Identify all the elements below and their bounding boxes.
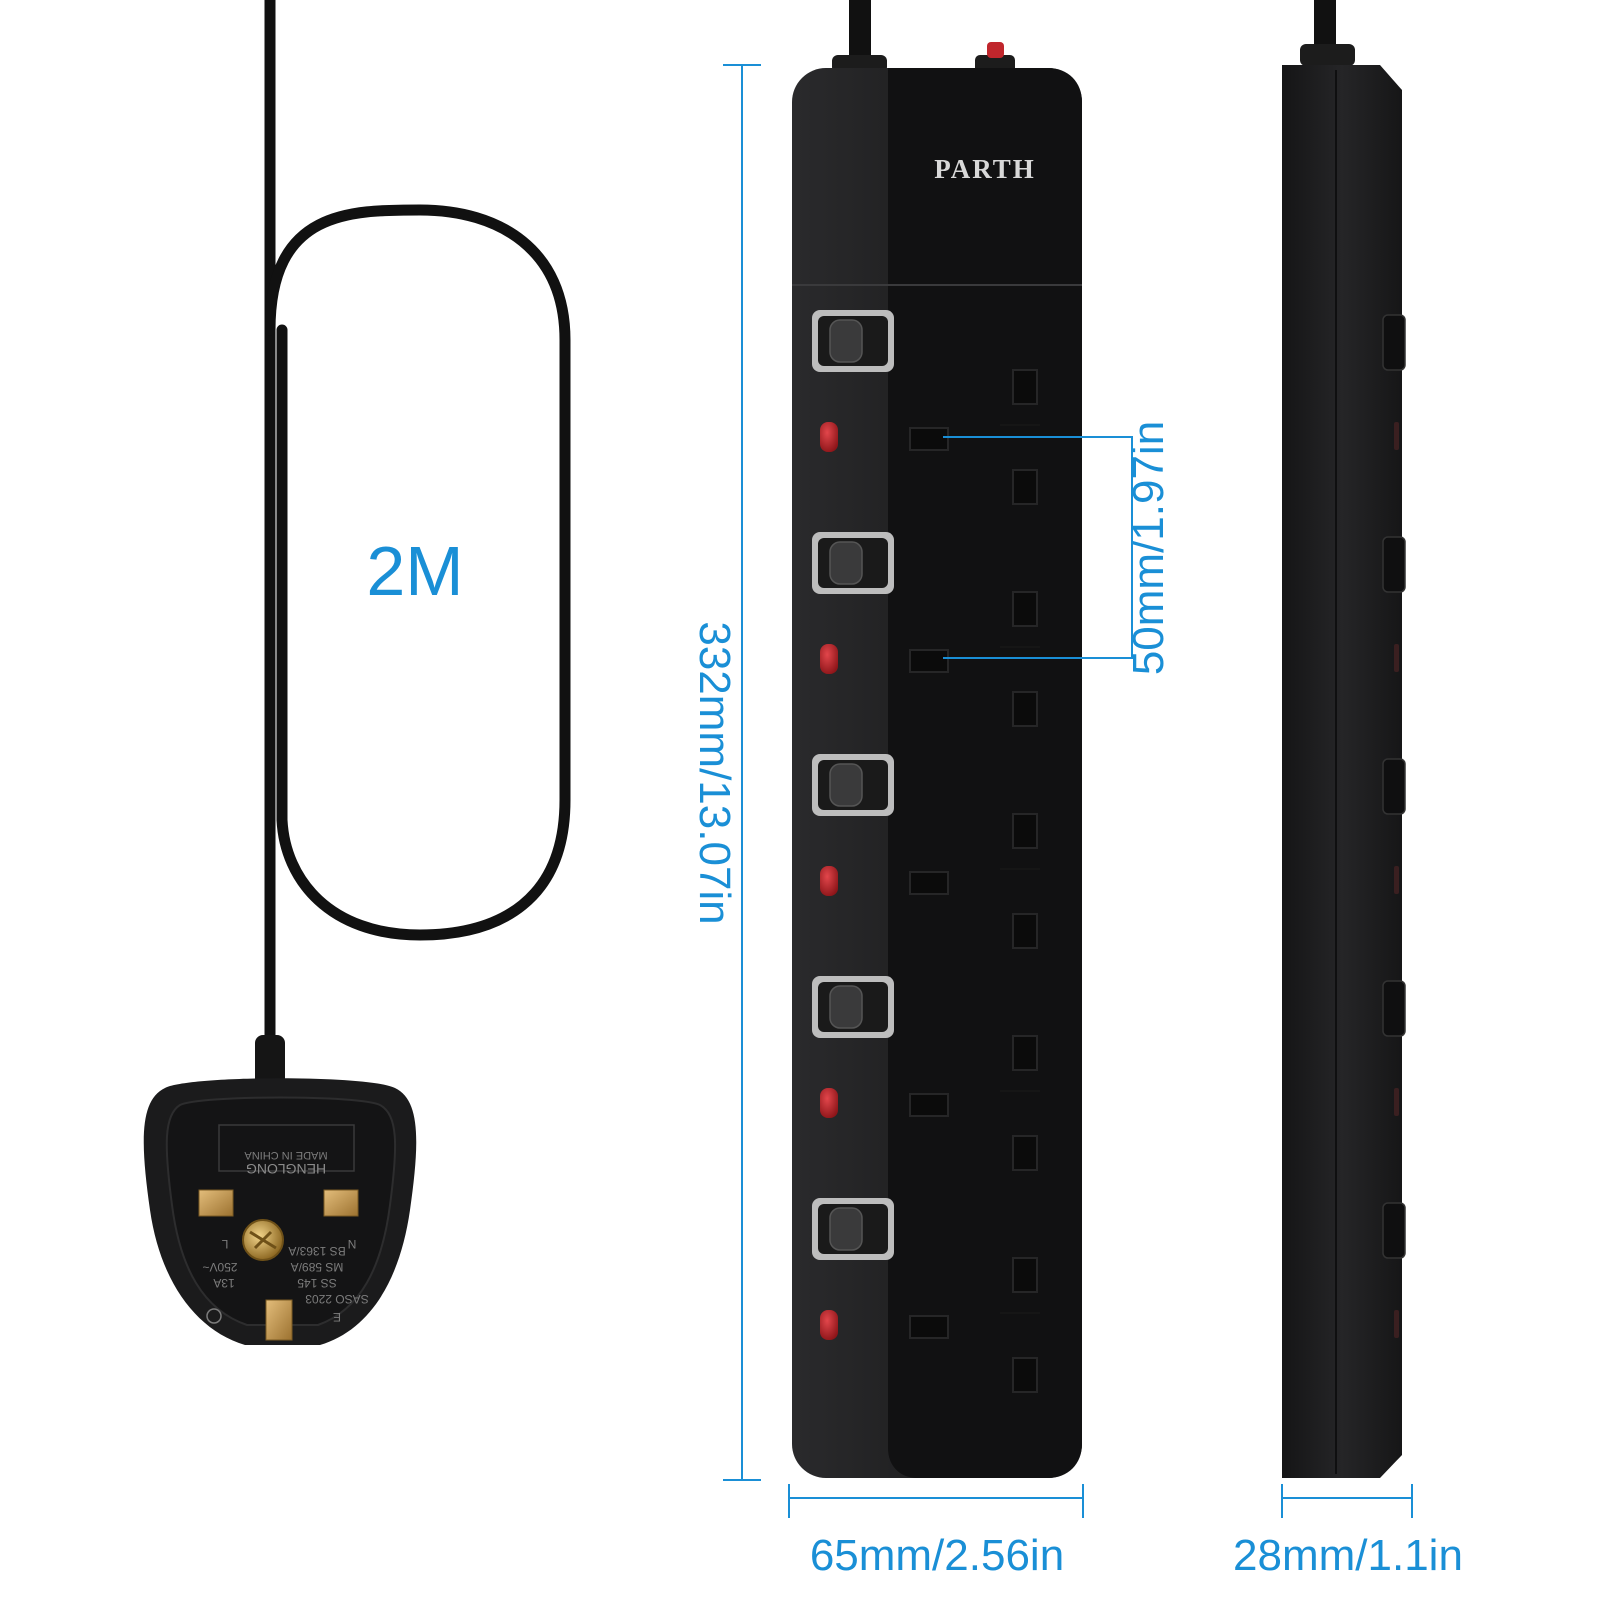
- earth-slot-1: [1012, 369, 1038, 405]
- neutral-slot-5: [909, 1315, 949, 1339]
- side-indicator-4: [1394, 1088, 1399, 1116]
- gang-2: [812, 532, 1040, 727]
- earth-slot-4: [1012, 1035, 1038, 1071]
- standard-ss: SS 145: [297, 1276, 337, 1290]
- indicator-light-3: [820, 866, 838, 896]
- side-switch-4[interactable]: [1382, 980, 1406, 1037]
- live-slot-4: [1012, 1135, 1038, 1171]
- pin-label-l: L: [221, 1237, 228, 1251]
- side-switch-3[interactable]: [1382, 758, 1406, 815]
- brand-label: PARTH: [934, 154, 1036, 184]
- cable-length-label: 2M: [366, 532, 463, 610]
- surge-reset-button[interactable]: [987, 42, 1004, 58]
- neutral-slot-3: [909, 871, 949, 895]
- socket-panel: [888, 68, 1082, 1478]
- live-slot-3: [1012, 913, 1038, 949]
- side-switch-list: [1382, 314, 1406, 1338]
- pin-label-e: E: [333, 1310, 341, 1324]
- side-gang-4: [1382, 980, 1406, 1116]
- plug-label-box: [218, 1124, 355, 1172]
- rocker-4: [829, 985, 863, 1029]
- dimension-lines: [723, 64, 1413, 1518]
- standard-bs: BS 1363/A: [288, 1244, 345, 1258]
- gang-5: [812, 1198, 1040, 1393]
- length-dimension: 332mm/13.07in: [690, 621, 739, 924]
- earth-pin: [265, 1299, 293, 1341]
- earth-slot-2: [1012, 591, 1038, 627]
- pin-label-n: N: [348, 1237, 357, 1251]
- side-body: [1282, 65, 1402, 1478]
- side-indicator-1: [1394, 422, 1399, 450]
- depth-dimension: 28mm/1.1in: [1233, 1531, 1463, 1580]
- power-cable: [264, 0, 571, 1081]
- earth-slot-5: [1012, 1257, 1038, 1293]
- side-gang-1: [1382, 314, 1406, 450]
- indicator-light-1: [820, 422, 838, 452]
- neutral-slot-1: [909, 427, 949, 451]
- live-slot-5: [1012, 1357, 1038, 1393]
- width-dimension: 65mm/2.56in: [810, 1531, 1064, 1580]
- rocker-3: [829, 763, 863, 807]
- side-gang-2: [1382, 536, 1406, 672]
- extension-lead-front: PARTH: [792, 0, 1082, 1478]
- plug-origin-text: MADE IN CHINA: [244, 1149, 328, 1161]
- rating-current: 13A: [213, 1276, 234, 1290]
- side-switch-2[interactable]: [1382, 536, 1406, 593]
- side-indicator-5: [1394, 1310, 1399, 1338]
- rating-voltage: 250V~: [202, 1260, 237, 1274]
- indicator-light-5: [820, 1310, 838, 1340]
- spacing-dimension: 50mm/1.97in: [1124, 421, 1173, 675]
- rocker-2: [829, 541, 863, 585]
- side-gang-3: [1382, 758, 1406, 894]
- live-pin: [323, 1189, 359, 1217]
- side-indicator-2: [1394, 644, 1399, 672]
- gang-list: [812, 310, 1040, 1393]
- plug-maker-text: HENGLONG: [246, 1161, 326, 1177]
- gang-3: [812, 754, 1040, 949]
- indicator-light-4: [820, 1088, 838, 1118]
- extension-lead-side: [1282, 0, 1406, 1478]
- indicator-light-2: [820, 644, 838, 674]
- side-indicator-3: [1394, 866, 1399, 894]
- side-switch-5[interactable]: [1382, 1202, 1406, 1259]
- standard-saso: SASO 2203: [305, 1292, 369, 1306]
- standard-ms: MS 589/A: [291, 1260, 344, 1274]
- neutral-pin: [198, 1189, 234, 1217]
- live-slot-2: [1012, 691, 1038, 727]
- earth-slot-3: [1012, 813, 1038, 849]
- side-switch-1[interactable]: [1382, 314, 1406, 371]
- neutral-slot-4: [909, 1093, 949, 1117]
- gang-4: [812, 976, 1040, 1171]
- earth-symbol: [206, 1308, 222, 1324]
- gang-1: [812, 310, 1040, 505]
- side-gang-5: [1382, 1202, 1406, 1338]
- live-slot-1: [1012, 469, 1038, 505]
- uk-plug: MADE IN CHINA HENGLONG L N E BS 1363/A M…: [143, 1035, 417, 1345]
- rocker-5: [829, 1207, 863, 1251]
- neutral-slot-2: [909, 649, 949, 673]
- rocker-1: [829, 319, 863, 363]
